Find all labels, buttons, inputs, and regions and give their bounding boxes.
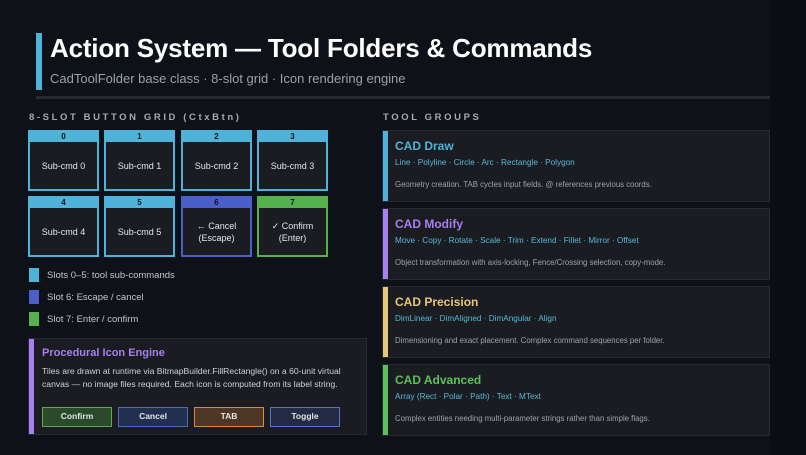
group-commands: Array (Rect · Polar · Path) · Text · MTe… [395, 392, 541, 401]
card-title: Procedural Icon Engine [42, 347, 165, 359]
slot-label: Sub-cmd 4 [41, 226, 86, 237]
card-description: Tiles are drawn at runtime via BitmapBui… [42, 366, 341, 389]
group-commands: Move · Copy · Rotate · Scale · Trim · Ex… [395, 236, 639, 245]
group-description: Object transformation with axis-locking,… [395, 258, 666, 267]
sample-tab-button[interactable]: TAB [194, 407, 264, 427]
slot-index: 1 [106, 132, 173, 142]
header: Action System — Tool Folders & Commands … [36, 33, 736, 90]
slot-5-button[interactable]: 5 Sub-cmd 5 [104, 196, 175, 257]
enter-key-label: (Enter) [278, 232, 307, 243]
slot-index: 2 [183, 132, 250, 142]
card-accent-bar [29, 339, 34, 434]
slot-6-cancel-button[interactable]: 6 ← Cancel (Escape) [181, 196, 252, 257]
page-subtitle: CadToolFolder base class · 8-slot grid ·… [50, 71, 406, 86]
escape-key-label: (Escape) [198, 232, 235, 243]
sample-toggle-button[interactable]: Toggle [270, 407, 340, 427]
sample-confirm-button[interactable]: Confirm [42, 407, 112, 427]
group-accent-bar [383, 287, 388, 357]
slot-index: 0 [30, 132, 97, 142]
confirm-label: ✓ Confirm [271, 220, 314, 231]
slot-1-button[interactable]: 1 Sub-cmd 1 [104, 130, 175, 191]
procedural-icon-engine-card: Procedural Icon Engine Tiles are drawn a… [28, 338, 367, 435]
legend-swatch-cyan [29, 268, 39, 282]
slot-label: Sub-cmd 0 [41, 160, 86, 171]
legend-swatch-green [29, 312, 39, 326]
legend-swatch-blue [29, 290, 39, 304]
slot-label: ← Cancel (Escape) [183, 208, 250, 255]
tool-groups-section-label: TOOL GROUPS [383, 112, 482, 123]
slot-index: 5 [106, 198, 173, 208]
group-title: CAD Draw [395, 139, 454, 153]
slot-index: 7 [259, 198, 326, 208]
slot-label: Sub-cmd 2 [194, 160, 239, 171]
tool-group-cad-draw: CAD Draw Line · Polyline · Circle · Arc … [382, 130, 770, 202]
slot-index: 3 [259, 132, 326, 142]
slot-index: 6 [183, 198, 250, 208]
group-commands: DimLinear · DimAligned · DimAngular · Al… [395, 314, 557, 323]
group-title: CAD Precision [395, 295, 479, 309]
legend-label: Slot 6: Escape / cancel [47, 291, 144, 303]
tool-group-cad-modify: CAD Modify Move · Copy · Rotate · Scale … [382, 208, 770, 280]
slot-label: Sub-cmd 1 [117, 160, 162, 171]
group-description: Dimensioning and exact placement. Comple… [395, 336, 665, 345]
right-edge-strip [770, 0, 806, 455]
group-accent-bar [383, 365, 388, 435]
slot-label: Sub-cmd 5 [117, 226, 162, 237]
page-title: Action System — Tool Folders & Commands [50, 33, 593, 63]
slot-label: Sub-cmd 3 [270, 160, 315, 171]
tool-group-cad-advanced: CAD Advanced Array (Rect · Polar · Path)… [382, 364, 770, 436]
slot-2-button[interactable]: 2 Sub-cmd 2 [181, 130, 252, 191]
group-description: Geometry creation. TAB cycles input fiel… [395, 180, 652, 189]
tool-group-cad-precision: CAD Precision DimLinear · DimAligned · D… [382, 286, 770, 358]
legend-item-confirm: Slot 7: Enter / confirm [29, 312, 138, 326]
cancel-label: ← Cancel [196, 220, 237, 231]
legend-item-cancel: Slot 6: Escape / cancel [29, 290, 144, 304]
slot-grid-section-label: 8-SLOT BUTTON GRID (CtxBtn) [29, 112, 242, 123]
sample-cancel-button[interactable]: Cancel [118, 407, 188, 427]
legend-label: Slot 7: Enter / confirm [47, 313, 139, 325]
group-commands: Line · Polyline · Circle · Arc · Rectang… [395, 158, 575, 167]
group-accent-bar [383, 131, 388, 201]
group-title: CAD Modify [395, 217, 463, 231]
legend-label: Slots 0–5: tool sub-commands [47, 269, 175, 281]
group-accent-bar [383, 209, 388, 279]
slot-4-button[interactable]: 4 Sub-cmd 4 [28, 196, 99, 257]
slot-label: ✓ Confirm (Enter) [259, 208, 326, 255]
group-description: Complex entities needing multi-parameter… [395, 414, 650, 423]
group-title: CAD Advanced [395, 373, 482, 387]
slot-0-button[interactable]: 0 Sub-cmd 0 [28, 130, 99, 191]
header-divider [36, 96, 770, 99]
slot-3-button[interactable]: 3 Sub-cmd 3 [257, 130, 328, 191]
slot-index: 4 [30, 198, 97, 208]
header-accent-bar [36, 33, 42, 90]
slot-7-confirm-button[interactable]: 7 ✓ Confirm (Enter) [257, 196, 328, 257]
legend-item-sub-commands: Slots 0–5: tool sub-commands [29, 268, 175, 282]
